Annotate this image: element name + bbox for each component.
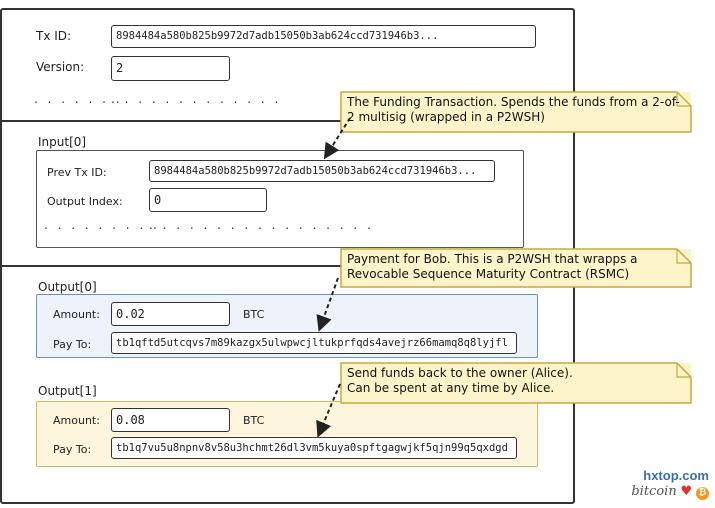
input0-ellipsis-left: . . . . . . . . . [44, 218, 160, 232]
tx-ellipsis-left: . . . . . . . [34, 92, 123, 106]
version-field[interactable]: 2 [111, 56, 230, 81]
output1-payto-label: Pay To: [53, 443, 92, 456]
output1-amount-field[interactable]: 0.08 [111, 408, 230, 432]
version-label: Version: [36, 60, 85, 74]
watermark-brand: bitcoin [631, 484, 677, 499]
output1-unit: BTC [243, 414, 265, 427]
input0-index-field[interactable]: 0 [149, 188, 267, 212]
note-outline-icon [340, 362, 692, 404]
input0-ellipsis-right: . . . . . . . . . . . . . . . . . [149, 218, 374, 232]
input0-prev-field[interactable]: 8984484a580b825b9972d7adb15050b3ab624ccd… [149, 160, 495, 182]
output1-amount-label: Amount: [53, 414, 100, 427]
output0-payto-label: Pay To: [53, 338, 92, 351]
output0-amount-label: Amount: [53, 308, 100, 321]
txid-label: Tx ID: [36, 29, 72, 43]
note-funding-text: The Funding Transaction. Spends the fund… [347, 95, 680, 124]
bitcoin-logo-icon: ₿ [696, 487, 709, 500]
separator-mid [0, 265, 345, 267]
output1-title: Output[1] [38, 384, 97, 398]
watermark: hxtop.com bitcoin ♥ ₿ [631, 468, 709, 500]
note-bob-payment: Payment for Bob. This is a P2WSH that wr… [340, 248, 692, 288]
note-alice-line2: Can be spent at any time by Alice. [347, 381, 555, 395]
output0-title: Output[0] [38, 280, 97, 294]
note-bob-text: Payment for Bob. This is a P2WSH that wr… [347, 252, 638, 281]
note-alice-change: Send funds back to the owner (Alice). Ca… [340, 362, 692, 404]
output0-unit: BTC [243, 308, 265, 321]
note-funding-transaction: The Funding Transaction. Spends the fund… [340, 91, 692, 133]
watermark-site: hxtop.com [643, 468, 709, 483]
txid-field[interactable]: 8984484a580b825b9972d7adb15050b3ab624ccd… [111, 25, 536, 48]
input0-title: Input[0] [38, 135, 87, 149]
output0-payto-field[interactable]: tb1qftd5utcqvs7m89kazgx5ulwpwcjltukprfqd… [111, 332, 517, 354]
tx-ellipsis-right: . . . . . . . . . . . . . [111, 92, 282, 106]
note-alice-line1: Send funds back to the owner (Alice). [347, 366, 573, 380]
input0-prev-label: Prev Tx ID: [47, 166, 107, 179]
separator-top [0, 120, 345, 122]
note-outline-icon [340, 248, 692, 288]
heart-icon: ♥ [680, 484, 693, 499]
watermark-brand-row: bitcoin ♥ ₿ [631, 484, 709, 500]
input0-index-label: Output Index: [47, 195, 123, 208]
output0-amount-field[interactable]: 0.02 [111, 302, 230, 326]
output1-payto-field[interactable]: tb1q7vu5u8npnv8v58u3hchmt26dl3vm5kuya0sp… [111, 437, 517, 459]
